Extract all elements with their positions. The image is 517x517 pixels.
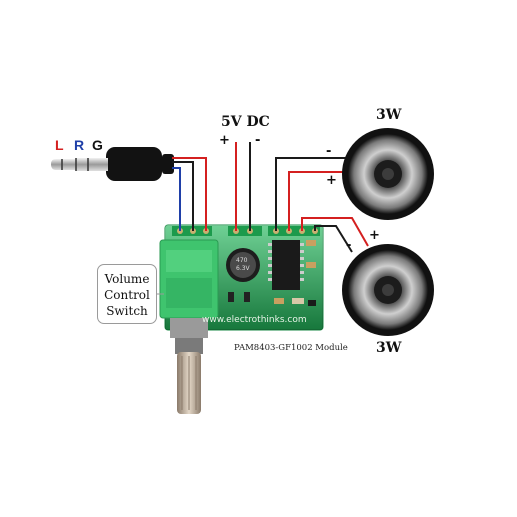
speaker-bottom-label: 3W [376, 340, 402, 356]
speaker-bottom-plus: + [369, 228, 380, 243]
website-watermark: www.electrothinks.com [202, 315, 307, 325]
power-label: 5V DC [221, 114, 270, 130]
module-label: PAM8403-GF1002 Module [234, 343, 348, 353]
amplifier-ic [268, 240, 304, 290]
speaker-bottom-minus: - [346, 238, 352, 253]
power-plus: + [219, 133, 230, 148]
pcb-header-pins [172, 226, 320, 236]
power-wires [235, 142, 251, 231]
potentiometer-shaft [177, 352, 201, 414]
switch-line-3: Switch [106, 304, 148, 318]
power-minus: - [255, 133, 261, 148]
switch-line-1: Volume [104, 272, 150, 286]
smd-components [228, 240, 316, 306]
speaker-top-wires [275, 157, 348, 231]
audio-jack [51, 147, 174, 181]
jack-label-l: L [55, 137, 64, 153]
svg-text:6.3V: 6.3V [236, 265, 251, 272]
speaker-bottom [342, 244, 434, 336]
speaker-top-label: 3W [376, 107, 402, 123]
jack-label-r: R [74, 137, 85, 153]
speaker-bottom-wires [301, 217, 369, 253]
speaker-top [342, 128, 434, 220]
speaker-top-minus: - [326, 144, 332, 159]
potentiometer-body [159, 239, 219, 354]
jack-wires [172, 157, 207, 231]
switch-line-2: Control [104, 288, 150, 302]
jack-label-g: G [92, 137, 103, 153]
speaker-top-plus: + [326, 173, 337, 188]
electrolytic-capacitor: 470 6.3V [226, 248, 260, 282]
volume-switch-callout: Volume Control Switch [97, 264, 157, 324]
svg-text:470: 470 [236, 257, 248, 264]
